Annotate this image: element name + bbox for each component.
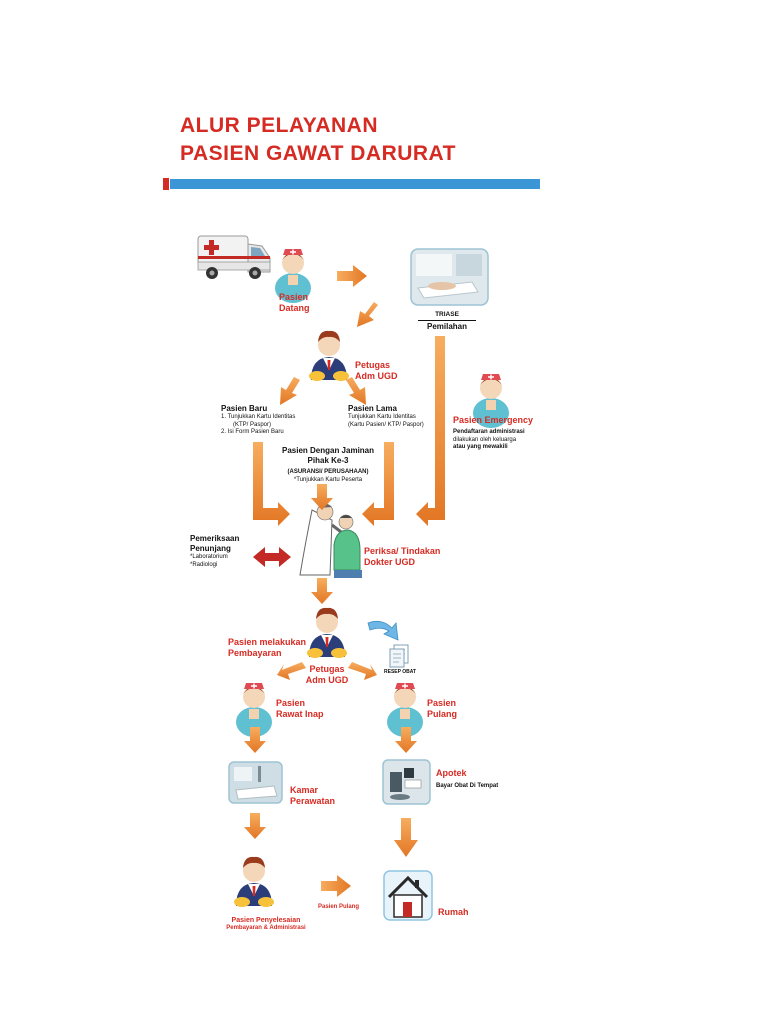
label-pasien-emergency: Pasien Emergency Pendaftaran administras…: [453, 415, 534, 450]
arrow-to-pulang: [348, 662, 377, 680]
arrow-dokter-down: [311, 578, 333, 604]
label-pasien-lama: Pasien Lama Tunjukkan Kartu Identitas (K…: [348, 404, 424, 428]
label-apotek: Apotek Bayar Obat Di Tempat: [436, 768, 499, 789]
label-triase: TRIASE Pemilahan: [418, 311, 476, 332]
arrow-triase-to-dokter: [416, 336, 445, 526]
triage-room-icon: [410, 248, 489, 306]
arrow-to-pasien-lama: [346, 377, 366, 405]
arrow-baru-to-dokter: [253, 442, 290, 526]
flow-arrows: [244, 265, 445, 897]
settlement-officer-icon: [234, 856, 274, 907]
pharmacy-icon: [382, 759, 431, 805]
arrow-to-rawat-inap: [277, 662, 306, 680]
ambulance-icon: [197, 235, 271, 279]
label-pasien-baru: Pasien Baru 1. Tunjukkan Kartu Identitas…: [221, 404, 296, 435]
house-icon: [383, 870, 433, 921]
title-bar: [170, 179, 540, 189]
title-line-2: PASIEN GAWAT DARURAT: [180, 142, 456, 165]
arrow-apotek-down: [394, 818, 418, 857]
admin-officer-2-icon: [307, 607, 347, 658]
prescription-icon: [389, 644, 409, 668]
label-rumah: Rumah: [438, 907, 469, 917]
label-resep-obat: RESEP OBAT: [384, 669, 417, 675]
arrow-kamar-down: [244, 813, 266, 839]
arrow-to-pasien-baru: [280, 377, 300, 405]
arrow-to-rumah: [321, 875, 351, 897]
double-arrow-pemeriksaan: [253, 547, 291, 567]
title-line-1: ALUR PELAYANAN: [180, 114, 378, 137]
label-pemeriksaan: Pemeriksaan Penunjang *Laboratorium *Rad…: [190, 534, 240, 568]
doctor-examining-icon: [299, 503, 362, 578]
label-penjamin: Pasien Dengan Jaminan Pihak Ke-3 (ASURAN…: [281, 446, 375, 483]
admin-officer-icon: [309, 330, 349, 381]
resep-curved-arrow: [367, 620, 399, 641]
label-pasien-pulang-arrow: Pasien Pulang: [318, 904, 360, 910]
arrow-lama-to-dokter: [362, 442, 394, 526]
arrow-to-petugas: [357, 302, 378, 327]
title-bar-accent: [163, 178, 169, 190]
arrow-to-triase: [337, 265, 367, 287]
care-room-icon: [228, 761, 283, 804]
label-penyelesaian: Pasien Penyelesaian Pembayaran & Adminis…: [226, 917, 306, 931]
